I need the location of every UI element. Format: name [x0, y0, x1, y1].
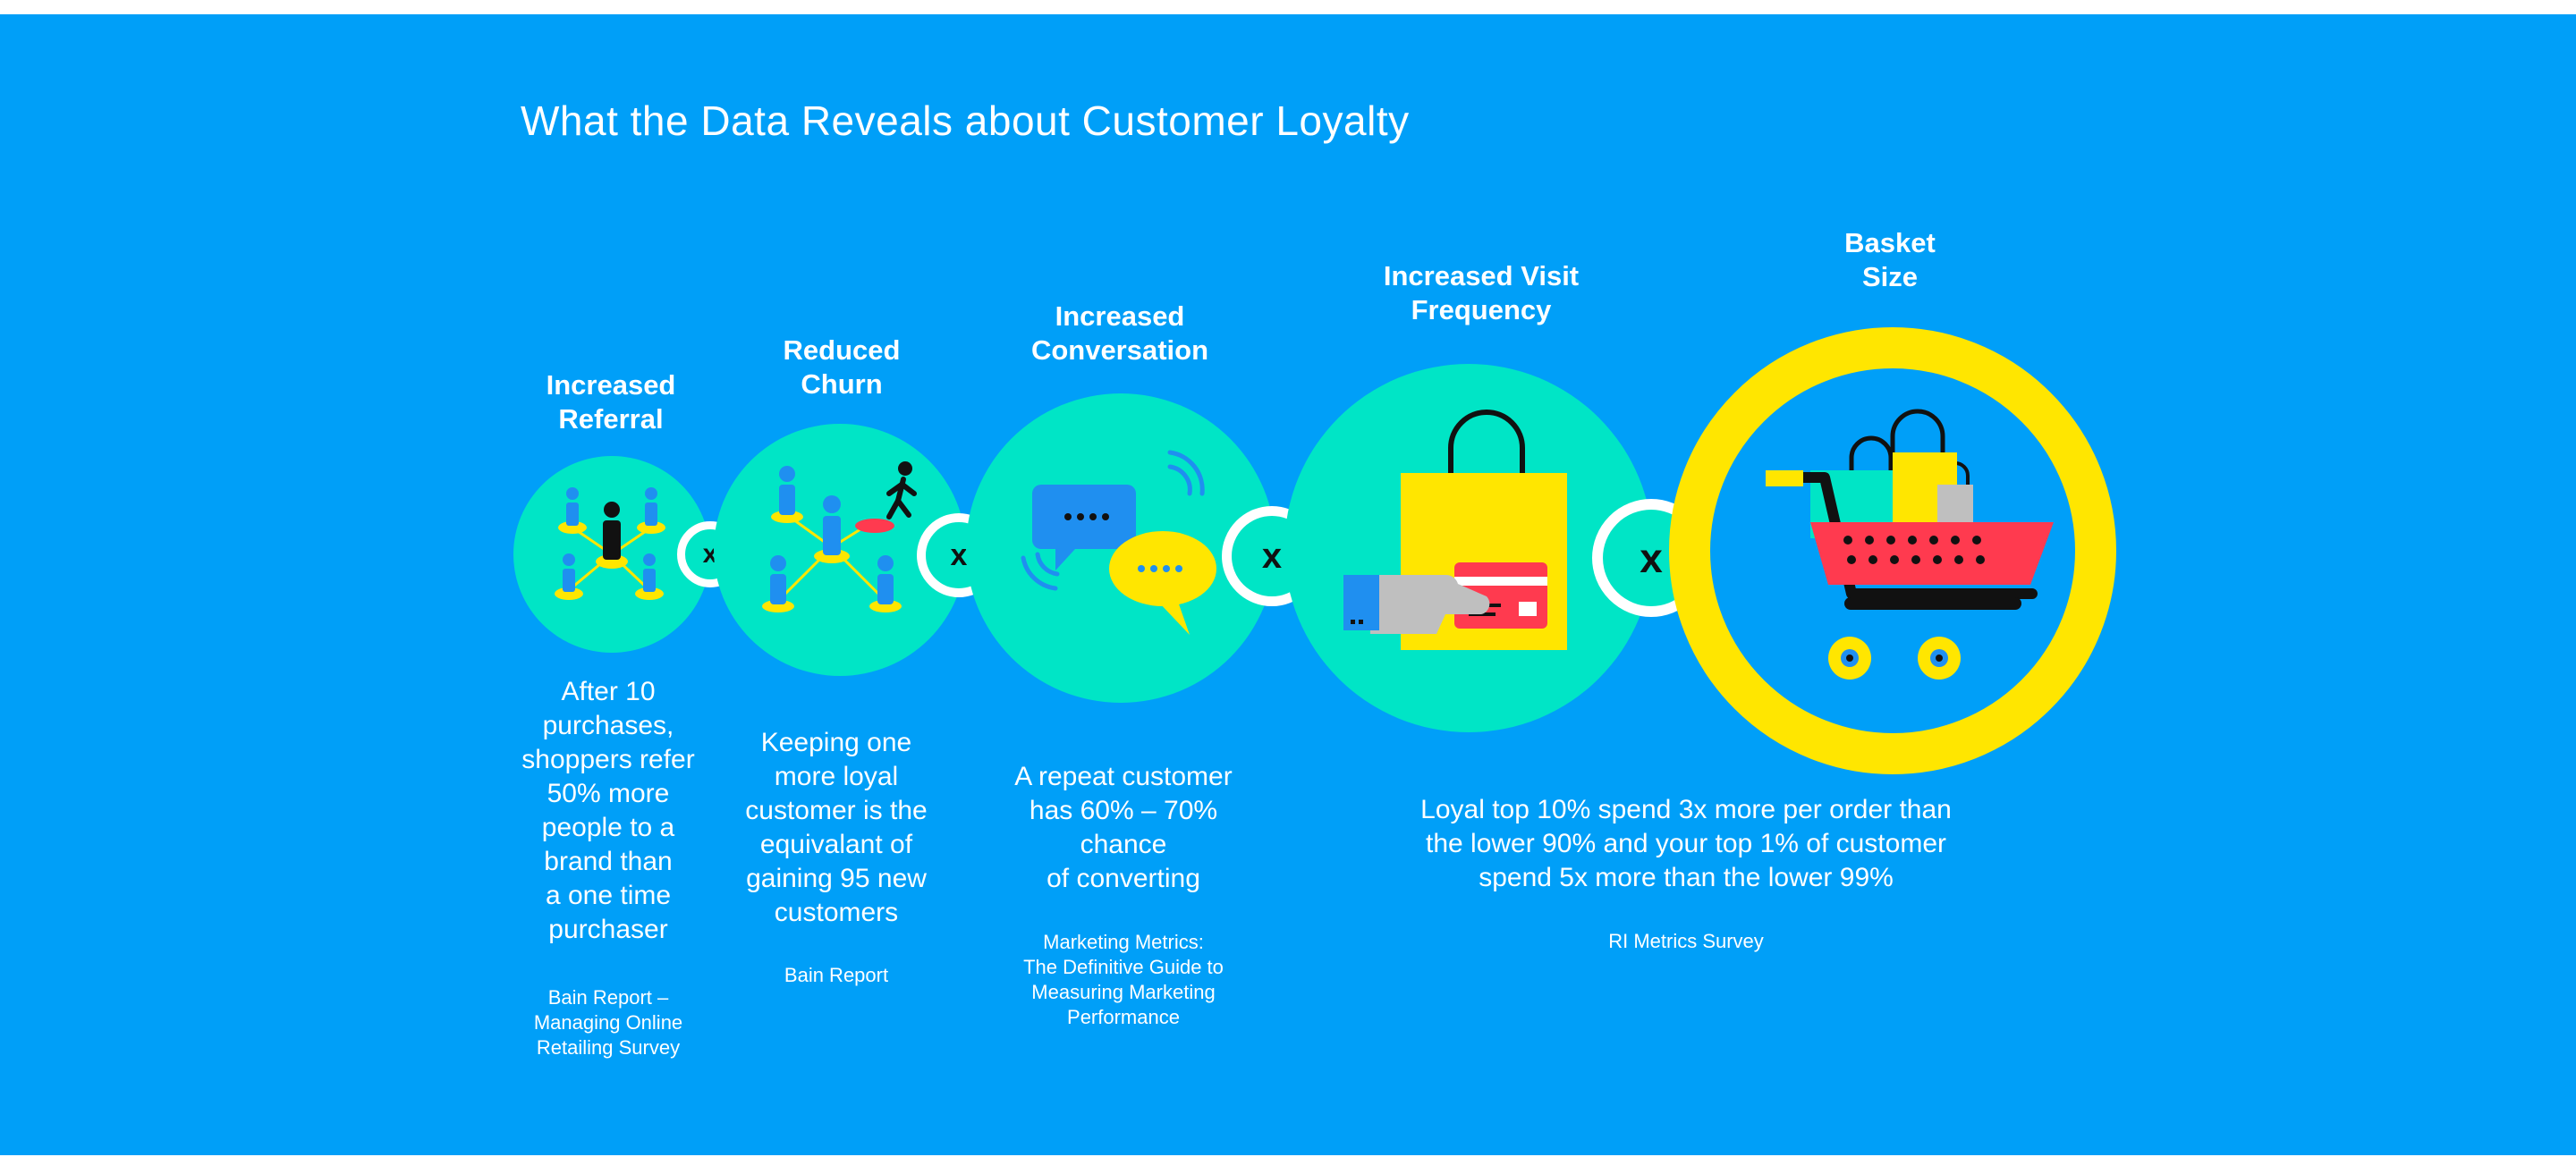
churn-people-icon	[762, 461, 917, 612]
source-conversation: Marketing Metrics: The Definitive Guide …	[1023, 931, 1224, 1028]
body-referral: After 10 purchases, shoppers refer 50% m…	[521, 677, 695, 944]
shopping-cart-icon	[1766, 409, 2054, 680]
body-conversation: A repeat customer has 60% – 70% chance o…	[1014, 762, 1233, 893]
source-frequency: RI Metrics Survey	[1608, 930, 1764, 952]
heading-churn: Reduced Churn	[783, 334, 901, 400]
heading-referral: Increased Referral	[546, 369, 676, 435]
heading-basket: Basket Size	[1844, 227, 1936, 292]
chat-bubbles-icon	[1021, 450, 1216, 635]
body-frequency: Loyal top 10% spend 3x more per order th…	[1420, 795, 1952, 892]
page-title: What the Data Reveals about Customer Loy…	[521, 97, 1410, 144]
source-referral: Bain Report – Managing Online Retailing …	[533, 986, 683, 1059]
heading-conversation: Increased Conversation	[1030, 300, 1209, 366]
shopping-bag-card-icon	[1343, 410, 1567, 650]
heading-frequency: Increased Visit Frequency	[1383, 260, 1580, 325]
body-churn: Keeping one more loyal customer is the e…	[745, 728, 928, 927]
source-churn: Bain Report	[784, 964, 889, 986]
referral-network-icon	[555, 487, 665, 600]
